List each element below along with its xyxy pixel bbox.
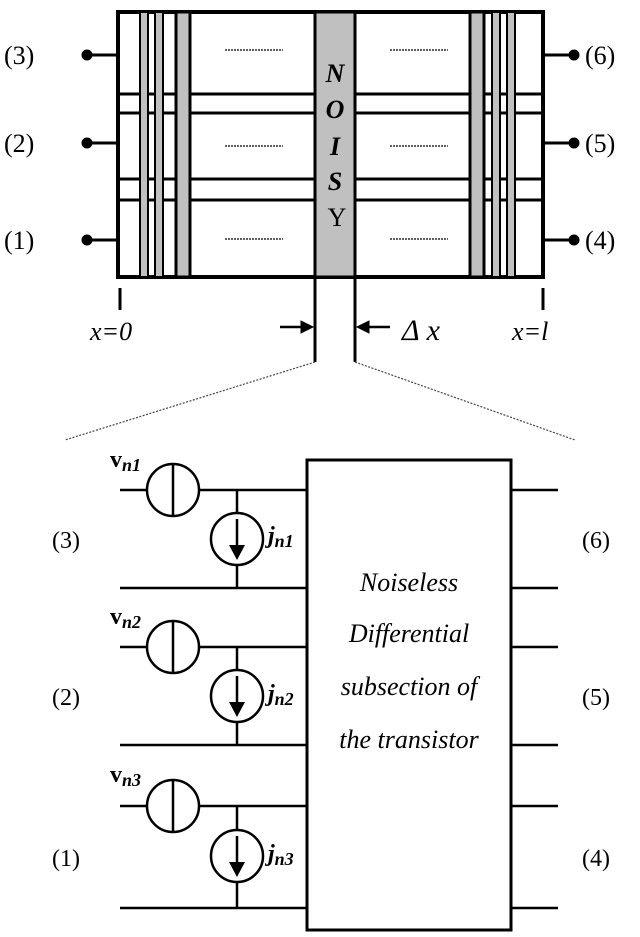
current-source-icon — [209, 828, 265, 884]
terminal-dot — [568, 234, 580, 246]
box-text-line: subsection of — [341, 672, 481, 701]
noisy-letter: N — [325, 59, 346, 88]
noisy-letter: Y — [328, 203, 347, 232]
voltage-source-label: vn1 — [110, 447, 141, 475]
current-source-label: jn3 — [264, 841, 294, 869]
delta-x-label: Δ x — [401, 314, 441, 347]
left-stripe — [139, 11, 149, 278]
bottom-port-label-right: (6) — [582, 528, 610, 554]
current-source-icon — [209, 668, 265, 724]
zoom-lines — [64, 361, 576, 441]
bottom-port-label-left: (3) — [52, 528, 80, 554]
top-structure — [81, 10, 580, 362]
bottom-port-label-right: (4) — [582, 846, 610, 872]
noisy-letter: O — [326, 95, 345, 124]
terminal-dot — [568, 49, 580, 61]
xl-label: x=l — [511, 317, 548, 346]
current-source-label: jn2 — [264, 681, 294, 709]
terminal-dot — [81, 49, 93, 61]
arrow-down-icon — [229, 702, 245, 717]
voltage-source-label: vn2 — [110, 604, 141, 632]
current-source-label: jn1 — [264, 523, 294, 551]
top-port-label-right: (6) — [585, 41, 615, 70]
x0-label: x=0 — [89, 317, 132, 346]
top-port-label-right: (5) — [585, 129, 615, 158]
box-text-line: the transistor — [339, 725, 479, 754]
noisy-letter: S — [328, 167, 342, 196]
right-stripe — [506, 11, 516, 278]
box-text-line: Noiseless — [359, 568, 458, 597]
noiseless-box — [305, 458, 513, 932]
right-stripe — [468, 10, 486, 279]
delta-arrows — [280, 320, 390, 334]
left-stripe — [154, 11, 164, 278]
top-port-label-right: (4) — [585, 226, 615, 255]
arrow-down-icon — [229, 545, 245, 560]
right-stripe — [491, 11, 501, 278]
terminal-dot — [81, 234, 93, 246]
arrow-down-icon — [229, 862, 245, 877]
noise-circuit — [120, 458, 558, 932]
left-stripe — [174, 10, 192, 279]
bottom-port-label-right: (5) — [582, 685, 610, 711]
top-port-label-left: (3) — [4, 41, 34, 70]
noisy-section — [313, 10, 357, 279]
current-source-icon — [209, 511, 265, 567]
terminal-dot — [568, 137, 580, 149]
bottom-port-label-left: (1) — [52, 846, 80, 872]
voltage-source-label: vn3 — [110, 762, 141, 790]
terminal-dot — [81, 137, 93, 149]
arrowhead-icon — [300, 320, 315, 334]
top-port-label-left: (1) — [4, 226, 34, 255]
bottom-port-label-left: (2) — [52, 685, 80, 711]
arrowhead-icon — [355, 320, 370, 334]
top-port-label-left: (2) — [4, 129, 34, 158]
box-text-line: Differential — [348, 619, 469, 648]
noisy-letter: I — [329, 132, 341, 161]
